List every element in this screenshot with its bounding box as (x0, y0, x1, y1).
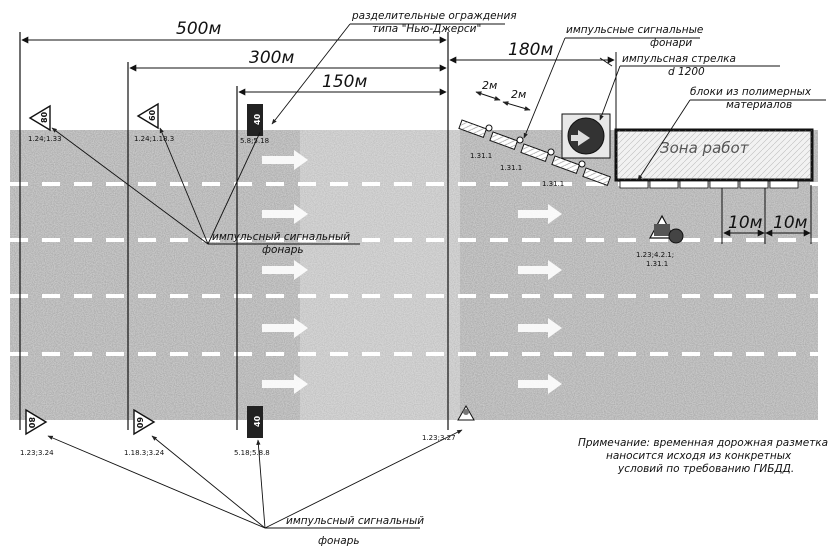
barrier-block (582, 167, 612, 186)
lamp-icon (547, 148, 555, 156)
sign-top-500-value: 80 (40, 111, 49, 123)
warning-triangle-icon (28, 104, 51, 132)
impulse-arrow-label-line1: импульсная стрелка (622, 53, 736, 65)
barrier-block (489, 131, 519, 150)
code-top-150: 5.8;5.18 (240, 137, 269, 145)
lamp-pointer-lines (47, 127, 463, 529)
dimension-lines (21, 36, 812, 244)
barrier-block (551, 155, 581, 174)
note-line3: условий по требованию ГИБДД. (617, 463, 794, 475)
warning-triangle-icon (136, 102, 159, 130)
impulse-signal-lamps (485, 124, 586, 168)
barrier-taper (458, 119, 612, 186)
impulse-lamp-bottom-label-line1: импульсный сигнальный (286, 515, 424, 527)
impulse-lamps-label-line2: фонари (650, 37, 692, 49)
sign-bottom-300-value: 60 (135, 417, 144, 429)
work-zone: Зона работ (614, 128, 814, 182)
sign-bottom-500-value: 80 (27, 417, 36, 429)
traffic-direction-arrows (262, 150, 562, 394)
code-bottom-end: 1.23;3.27 (422, 434, 456, 442)
code-work-sign-line2: 1.31.1 (646, 260, 668, 268)
warning-triangle-icon (25, 408, 48, 436)
impulse-arrow-label-line2: d 1200 (668, 66, 705, 78)
barrier-label-line2: типа "Нью-Джерси" (372, 23, 481, 35)
impulse-lamp-bottom-label-line2: фонарь (318, 535, 360, 547)
impulse-arrow-sign (561, 113, 611, 159)
code-bottom-300: 1.18.3;3.24 (124, 449, 165, 457)
dimension-300m: 300м (249, 48, 294, 68)
work-warning-sign (648, 214, 684, 244)
sign-position-lines (19, 32, 449, 430)
sign-bottom-end (457, 404, 475, 421)
dimension-180m: 180м (508, 40, 553, 60)
code-top-300: 1.24;1.18.3 (134, 135, 174, 143)
barrier-block (458, 119, 488, 138)
lamp-icon (516, 136, 524, 144)
blocks-label-line1: блоки из полимерных (690, 86, 812, 98)
note-line1: Примечание: временная дорожная разметка (578, 437, 828, 449)
code-top-500: 1.24;1.33 (28, 135, 62, 143)
dimension-10m-second: 10м (773, 213, 808, 233)
sign-bottom-500: 80 (25, 408, 48, 436)
warning-triangle-icon (133, 408, 156, 436)
code-bottom-150: 5.18;5.8.8 (234, 449, 270, 457)
round-sign-icon (668, 228, 684, 244)
dimension-500m: 500м (176, 19, 221, 39)
blocks-label-line2: материалов (726, 99, 792, 111)
sign-bottom-300: 60 (133, 408, 156, 436)
polymer-blocks-row (619, 180, 799, 189)
impulse-lamp-mid-label-line1: импульсный сигнальный (212, 231, 350, 243)
lamp-icon (578, 160, 586, 168)
sign-top-500: 80 (28, 104, 51, 132)
impulse-lamps-label-line1: импульсные сигнальные (566, 24, 703, 36)
code-taper-3: 1.31.1 (542, 180, 564, 188)
code-bottom-500: 1.23;3.24 (20, 449, 54, 457)
barrier-block (520, 143, 550, 162)
code-work-sign-line1: 1.23;4.2.1; (636, 251, 674, 259)
work-zone-label: Зона работ (660, 139, 750, 157)
sign-bottom-150-value: 40 (253, 415, 262, 427)
code-taper-2: 1.31.1 (500, 164, 522, 172)
dimension-10m-first: 10м (728, 213, 763, 233)
sign-top-300-value: 60 (148, 109, 157, 121)
lamp-icon (485, 124, 493, 132)
barrier-label-line1: разделительные ограждения (351, 10, 517, 22)
note-line2: наносится исходя из конкретных (606, 450, 792, 462)
impulse-lamp-mid-label-line2: фонарь (262, 244, 304, 256)
lamp-icon (463, 409, 469, 415)
sign-top-150-value: 40 (253, 113, 262, 125)
code-taper-1: 1.31.1 (470, 152, 492, 160)
dimension-2m-second: 2м (511, 88, 526, 101)
sign-top-300: 60 (136, 102, 159, 130)
dimension-2m-first: 2м (482, 79, 497, 92)
sign-bottom-150: 40 (247, 406, 263, 438)
dimension-150m: 150м (322, 72, 367, 92)
callout-leaders (271, 23, 826, 181)
